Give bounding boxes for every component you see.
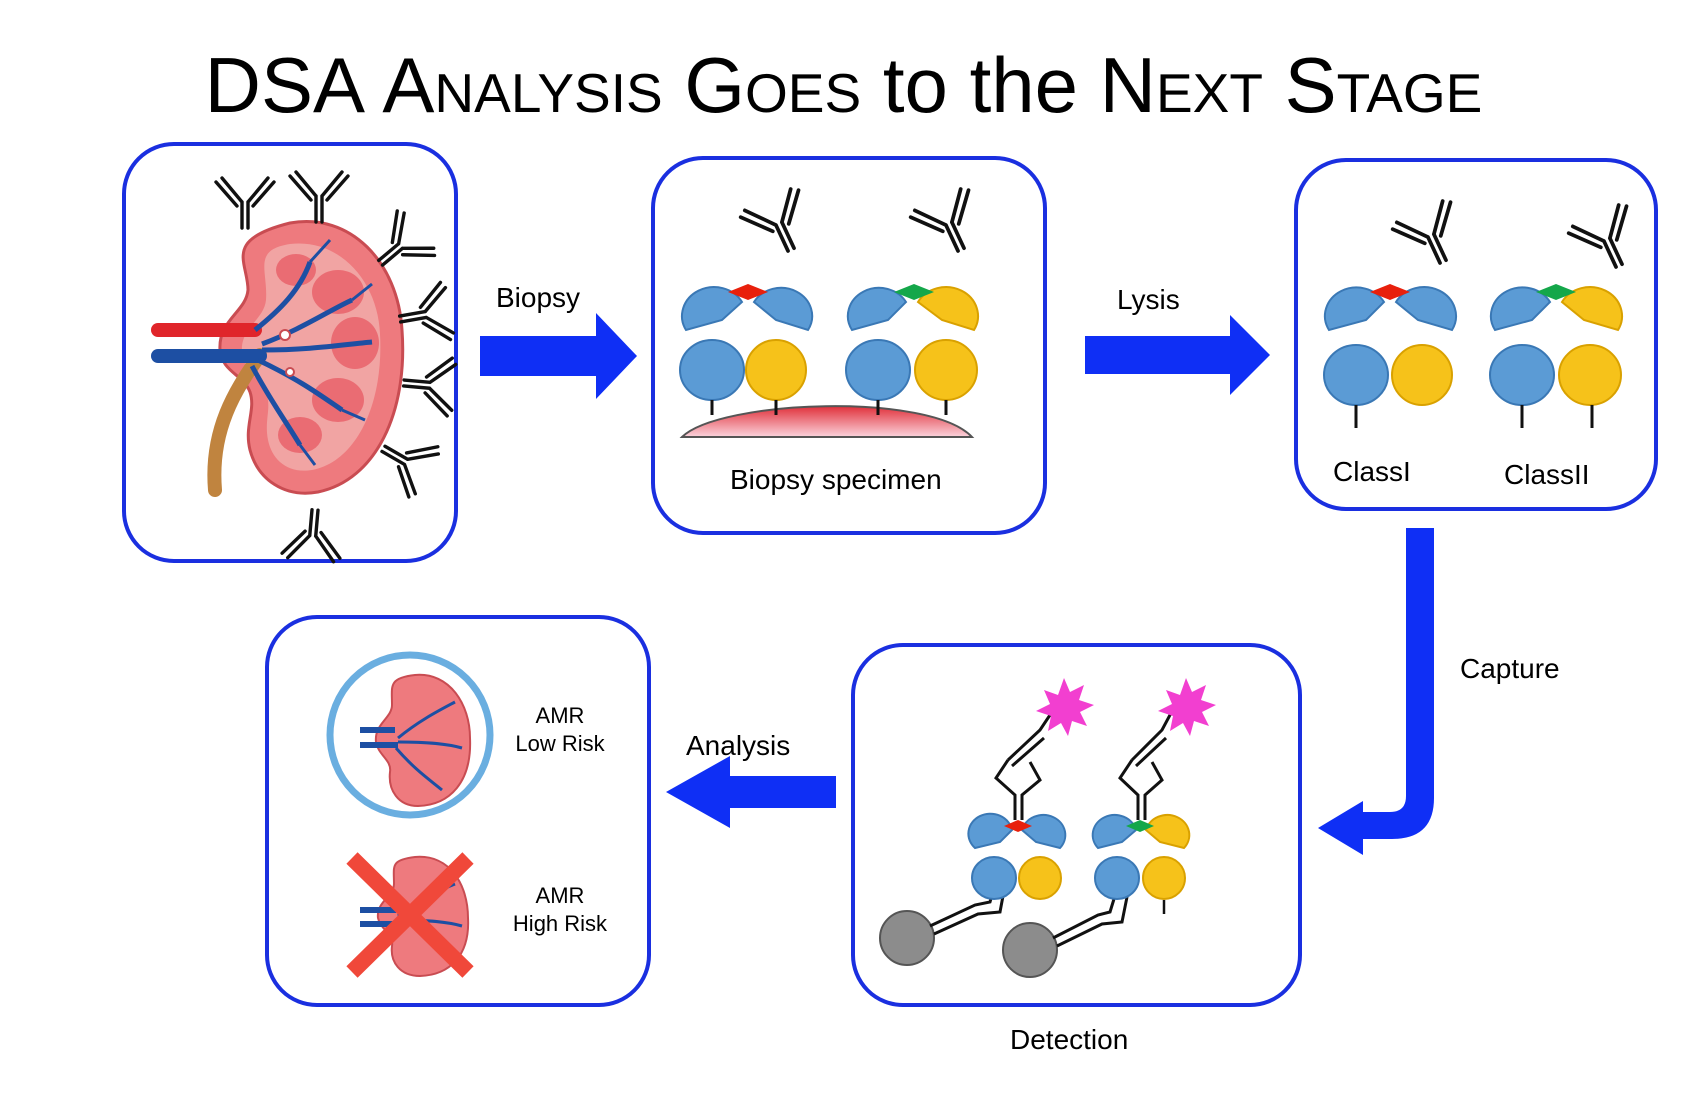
- step-label-capture: Capture: [1460, 653, 1560, 684]
- low-risk-label: AMR Low Risk: [500, 702, 620, 758]
- step-label-analysis: Analysis: [686, 730, 791, 761]
- panel-lysis: [1294, 158, 1658, 511]
- arrow-analysis: [666, 756, 836, 828]
- panel-biopsy-specimen: [651, 156, 1047, 535]
- kidney-illustration: [151, 170, 458, 564]
- detection-illustration: [879, 678, 1216, 978]
- class2-label: ClassII: [1504, 459, 1590, 490]
- panel-detection: [851, 643, 1302, 1007]
- high-risk-line2: High Risk: [512, 911, 608, 936]
- step-label-detection: Detection: [1010, 1024, 1129, 1055]
- arrow-capture: [1318, 528, 1434, 855]
- arrow-biopsy: [480, 313, 637, 399]
- step-label-biopsy: Biopsy: [496, 282, 581, 313]
- high-risk-label: AMR High Risk: [500, 882, 620, 938]
- high-risk-icon: [346, 852, 474, 978]
- low-risk-icon: [326, 651, 494, 819]
- panel-analysis-result: [265, 615, 651, 1007]
- class1-label: ClassI: [1333, 456, 1411, 487]
- arrow-lysis: [1085, 315, 1270, 395]
- low-risk-line1: AMR: [535, 703, 585, 728]
- high-risk-line1: AMR: [535, 883, 585, 908]
- panel-kidney: [122, 142, 458, 563]
- lysis-illustration: [1323, 196, 1650, 428]
- step-label-lysis: Lysis: [1117, 284, 1180, 315]
- low-risk-line2: Low Risk: [515, 731, 605, 756]
- specimen-label: Biopsy specimen: [730, 464, 942, 495]
- biopsy-specimen-illustration: [679, 184, 992, 438]
- page-title: DSA Analysis Goes to the Next Stage: [204, 41, 1483, 129]
